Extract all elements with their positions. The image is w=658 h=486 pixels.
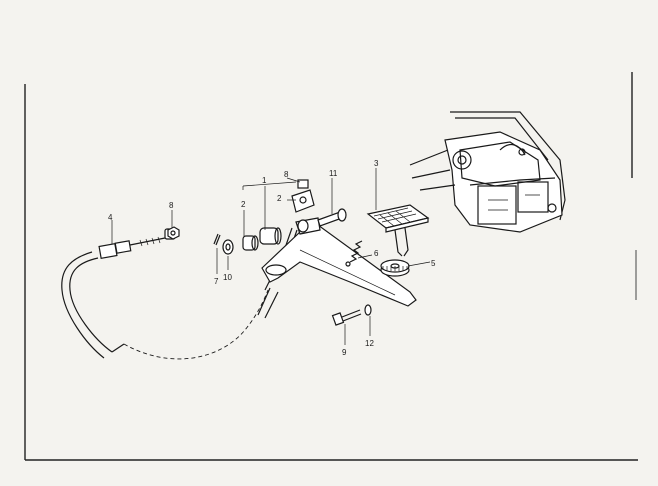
bolt-and-washer [331,304,372,326]
callout-5: 5 [431,259,436,268]
callout-12: 12 [365,339,374,348]
return-spring [345,240,363,267]
leader-lines [111,168,431,345]
callout-8-left: 8 [169,201,174,210]
knurled-nut [380,259,410,277]
bushings [213,227,282,255]
cable-nut [167,226,180,240]
callout-7: 7 [214,277,219,286]
tractor-inset-illustration [409,111,566,233]
callout-8-top: 8 [284,170,289,179]
pedal-pad [366,204,430,257]
callout-3: 3 [374,159,379,168]
callout-labels: 4 8 2 1 8 2 11 3 6 5 7 10 9 12 [108,159,436,357]
callout-9: 9 [342,348,347,357]
clevis [291,179,315,213]
callout-2-top: 2 [277,194,282,203]
pivot-pin [297,208,347,233]
callout-4: 4 [108,213,113,222]
callout-1: 1 [262,176,267,185]
cable-assembly [61,228,269,360]
callout-2-left: 2 [241,200,246,209]
callout-10: 10 [223,273,232,282]
callout-11: 11 [329,169,338,178]
callout-6: 6 [374,249,379,258]
page-frame [24,72,638,461]
